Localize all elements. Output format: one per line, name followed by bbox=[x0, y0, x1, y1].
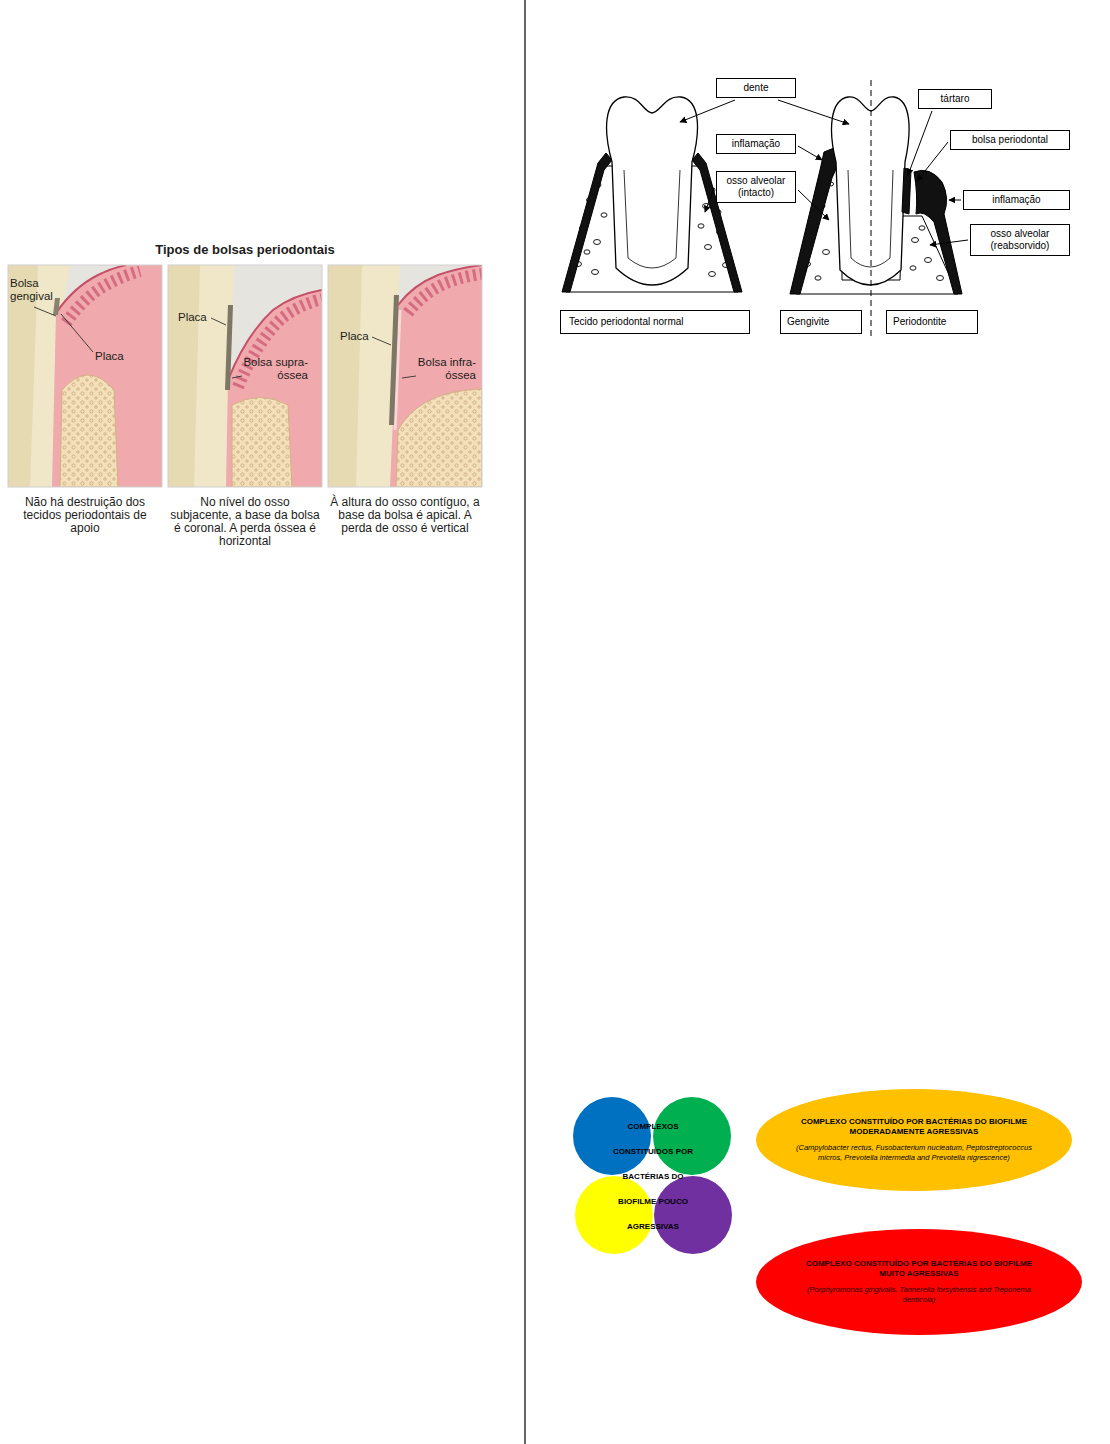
leader-lines bbox=[34, 307, 416, 378]
node-text: COMPLEXO CONSTITUÍDO POR BACTÉRIAS DO BI… bbox=[794, 1117, 1034, 1137]
node-text: Tecido periodontal normal bbox=[569, 316, 741, 328]
label-box: Gengivite bbox=[780, 310, 862, 334]
label-box: tártaro bbox=[918, 89, 992, 109]
node-body-text: (Porphyromonas gingivalis, Tannerella fo… bbox=[796, 1285, 1042, 1305]
node-text: bolsa periodontal bbox=[955, 134, 1065, 146]
label-box: bolsa periodontal bbox=[950, 130, 1070, 150]
ellipse-node: COMPLEXO CONSTITUÍDO POR BACTÉRIAS DO BI… bbox=[755, 1088, 1073, 1192]
ellipse-shape bbox=[755, 1228, 1083, 1336]
pocket-panel bbox=[328, 265, 482, 487]
column-divider bbox=[524, 0, 525, 1444]
part-label: Bolsa gengival bbox=[10, 277, 62, 303]
complex-circle bbox=[653, 1097, 731, 1175]
leader-arrows bbox=[680, 100, 968, 245]
node-text: inflamação bbox=[968, 194, 1065, 206]
node-text: tártaro bbox=[923, 93, 987, 105]
ellipse-outline bbox=[756, 1229, 1082, 1335]
label-box: osso alveolar (intacto) bbox=[716, 171, 796, 203]
label-box: dente bbox=[716, 78, 796, 98]
complex-circle bbox=[573, 1097, 651, 1175]
complex-circle bbox=[575, 1176, 653, 1254]
complex-circle bbox=[654, 1176, 732, 1254]
pocket-panel bbox=[8, 265, 162, 487]
figure-caption: No nível do osso subjacente, a base da b… bbox=[168, 496, 322, 548]
part-label: Bolsa supra-óssea bbox=[238, 356, 308, 382]
node-text: dente bbox=[721, 82, 791, 94]
label-box: Periodontite bbox=[886, 310, 978, 334]
figure-caption: Não há destruição dos tecidos periodonta… bbox=[8, 496, 162, 535]
figure-caption: À altura do osso contíguo, a base da bol… bbox=[328, 496, 482, 535]
part-label: Placa bbox=[95, 350, 124, 363]
ellipse-shape bbox=[755, 1088, 1073, 1192]
node-text: osso alveolar (intacto) bbox=[721, 175, 791, 199]
figure-title: Tipos de bolsas periodontais bbox=[8, 242, 482, 257]
part-label: Placa bbox=[178, 311, 207, 324]
node-text: Periodontite bbox=[893, 316, 971, 328]
label-box: osso alveolar (reabsorvido) bbox=[970, 224, 1070, 256]
part-label: Bolsa infra-óssea bbox=[410, 356, 476, 382]
ellipse-outline bbox=[756, 1089, 1072, 1191]
tooth-illustration bbox=[790, 97, 962, 294]
pocket-panel bbox=[168, 265, 322, 487]
circle-cluster: COMPLEXOS CONSTITUÍDOS POR BACTÉRIAS DO … bbox=[572, 1096, 734, 1256]
tooth-illustration bbox=[562, 97, 742, 292]
ellipse-node: COMPLEXO CONSTITUÍDO POR BACTÉRIAS DO BI… bbox=[755, 1228, 1083, 1336]
label-box: inflamação bbox=[963, 190, 1070, 210]
part-label: Placa bbox=[340, 330, 369, 343]
node-text: COMPLEXOS CONSTITUÍDOS POR BACTÉRIAS DO … bbox=[603, 1114, 703, 1239]
node-body-text: (Campylobacter rectus, Fusobacterium nuc… bbox=[794, 1143, 1034, 1163]
node-text: inflamação bbox=[721, 138, 791, 150]
label-box: inflamação bbox=[716, 134, 796, 154]
node-text: COMPLEXO CONSTITUÍDO POR BACTÉRIAS DO BI… bbox=[796, 1259, 1042, 1279]
node-text: osso alveolar (reabsorvido) bbox=[975, 228, 1065, 252]
node-text: Gengivite bbox=[787, 316, 855, 328]
divider-dashed bbox=[871, 80, 872, 336]
label-box: Tecido periodontal normal bbox=[560, 310, 750, 334]
